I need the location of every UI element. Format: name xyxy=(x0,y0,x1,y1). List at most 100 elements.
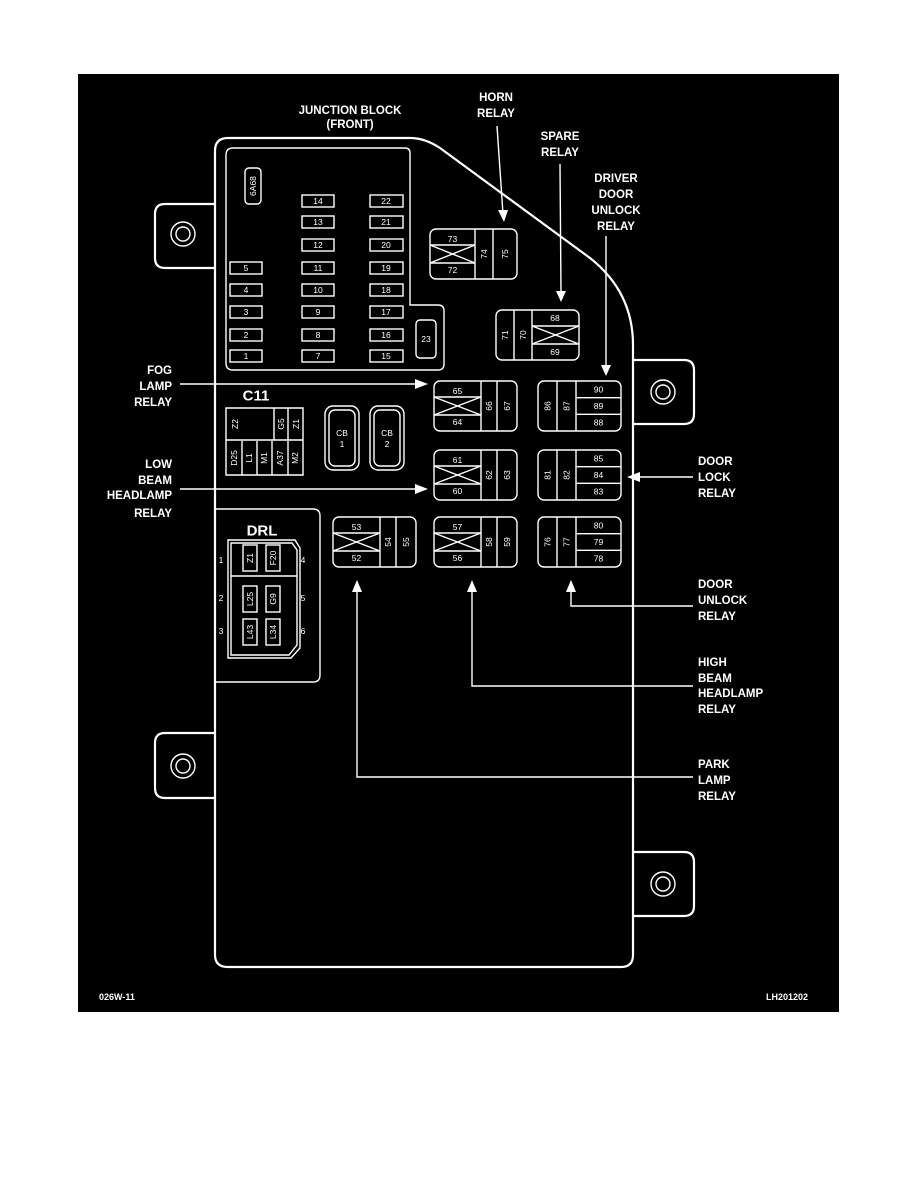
circuit-breaker-number: 2 xyxy=(385,439,390,449)
junction-block-housing xyxy=(213,136,635,969)
fuse-number: 8 xyxy=(316,330,321,340)
relay-cross xyxy=(429,244,476,264)
door-lock-label-3: RELAY xyxy=(698,488,736,500)
relay-terminal: 56 xyxy=(453,553,463,563)
drl-cell xyxy=(242,585,258,613)
fuse-slot xyxy=(301,194,335,208)
park-label-1: PARK xyxy=(698,759,730,771)
relay-terminal: 89 xyxy=(594,401,604,411)
high-beam-label-4: RELAY xyxy=(698,704,736,716)
spare-label-2: RELAY xyxy=(541,147,579,159)
relay-terminal: 87 xyxy=(562,401,572,411)
relay-terminal: 76 xyxy=(543,537,553,547)
high-beam-label-1: HIGH xyxy=(698,657,727,669)
c11-pin: M2 xyxy=(290,452,300,464)
relay-terminal: 55 xyxy=(401,537,411,547)
relay-terminal: 63 xyxy=(502,470,512,480)
drl-pin-number: 3 xyxy=(219,626,224,636)
relay-terminal: 72 xyxy=(448,265,458,275)
relay-cross xyxy=(531,325,580,345)
relay-terminal: 61 xyxy=(453,455,463,465)
fuse-number: 23 xyxy=(421,334,431,344)
fuse-slot xyxy=(229,283,263,297)
relay-terminal: 66 xyxy=(484,401,494,411)
drl-pin-number: 1 xyxy=(219,555,224,565)
drl-cell xyxy=(265,618,281,646)
relay-terminal: 64 xyxy=(453,417,463,427)
c11-pin: L1 xyxy=(244,453,254,463)
footer-right-code: LH201202 xyxy=(766,992,808,1002)
fuse-slot xyxy=(229,349,263,363)
drl-cell xyxy=(242,544,258,572)
callout-arrows xyxy=(180,125,693,778)
fog-relay-outline xyxy=(433,380,518,432)
horn-relay: 73 72 74 75 xyxy=(429,228,518,280)
fuse-number: 21 xyxy=(381,217,391,227)
relay-terminal: 71 xyxy=(500,330,510,340)
drl-cell xyxy=(265,585,281,613)
drl-cell-label: F20 xyxy=(268,550,278,565)
fuse-number: 19 xyxy=(381,263,391,273)
fog-label-1: FOG xyxy=(147,365,172,377)
horn-label-1: HORN xyxy=(479,92,513,104)
fuse-slot xyxy=(301,215,335,229)
fuse-number: 18 xyxy=(381,285,391,295)
door-unlock-label-1: DOOR xyxy=(698,579,733,591)
drl-cell-label: L25 xyxy=(245,592,255,606)
fuse-number: 7 xyxy=(316,351,321,361)
relay-terminal: 79 xyxy=(594,537,604,547)
circuit-breaker-outer xyxy=(324,405,360,471)
drl-label: DRL xyxy=(247,523,278,540)
driver-door-label-3: UNLOCK xyxy=(591,205,641,217)
relay-terminal: 75 xyxy=(500,249,510,259)
fuse-number: 1 xyxy=(244,351,249,361)
drl-cell-label: L43 xyxy=(245,625,255,639)
door-lock-label-1: DOOR xyxy=(698,456,733,468)
title-line2: (FRONT) xyxy=(326,119,373,131)
circuit-breaker-outer xyxy=(369,405,405,471)
fuse-number: 12 xyxy=(313,240,323,250)
low-beam-label-4: RELAY xyxy=(134,508,172,520)
driver-door-label-2: DOOR xyxy=(599,189,634,201)
high-beam-label-3: HEADLAMP xyxy=(698,688,763,700)
relay-cross xyxy=(433,465,482,485)
relay-terminal: 84 xyxy=(594,470,604,480)
drl-cell-label: L34 xyxy=(268,625,278,639)
relay-cross xyxy=(433,396,482,416)
relay-terminal: 58 xyxy=(484,537,494,547)
relay-terminal: 62 xyxy=(484,470,494,480)
door-unlock-label-3: RELAY xyxy=(698,611,736,623)
driver-door-label-1: DRIVER xyxy=(594,173,638,185)
c11-outline xyxy=(225,407,304,476)
door-unlock-label-2: UNLOCK xyxy=(698,595,748,607)
relay-terminal: 53 xyxy=(352,522,362,532)
fuse-panel-outline xyxy=(225,147,445,371)
drl-cell xyxy=(242,618,258,646)
relay-terminal: 74 xyxy=(479,249,489,259)
drl-pin-number: 2 xyxy=(219,593,224,603)
footer-left-code: 026W-11 xyxy=(99,992,135,1002)
fuse-slot xyxy=(229,305,263,319)
fuse-number: 20 xyxy=(381,240,391,250)
fuse-number: 16 xyxy=(381,330,391,340)
fuse-tag-box xyxy=(244,167,262,205)
diagram-labels: JUNCTION BLOCK (FRONT) HORN RELAY SPARE … xyxy=(99,92,808,1002)
park-relay-outline xyxy=(332,516,417,568)
relay-terminal: 52 xyxy=(352,553,362,563)
relay-terminal: 83 xyxy=(594,487,604,497)
relay-terminal: 73 xyxy=(448,234,458,244)
low-beam-label-3: HEADLAMP xyxy=(107,490,172,502)
low-beam-label-2: BEAM xyxy=(138,475,172,487)
c11-pin: M1 xyxy=(259,452,269,464)
fuse-slot xyxy=(369,194,404,208)
relay-cross xyxy=(433,532,482,552)
drl-outline xyxy=(215,508,321,683)
fuse-number: 15 xyxy=(381,351,391,361)
